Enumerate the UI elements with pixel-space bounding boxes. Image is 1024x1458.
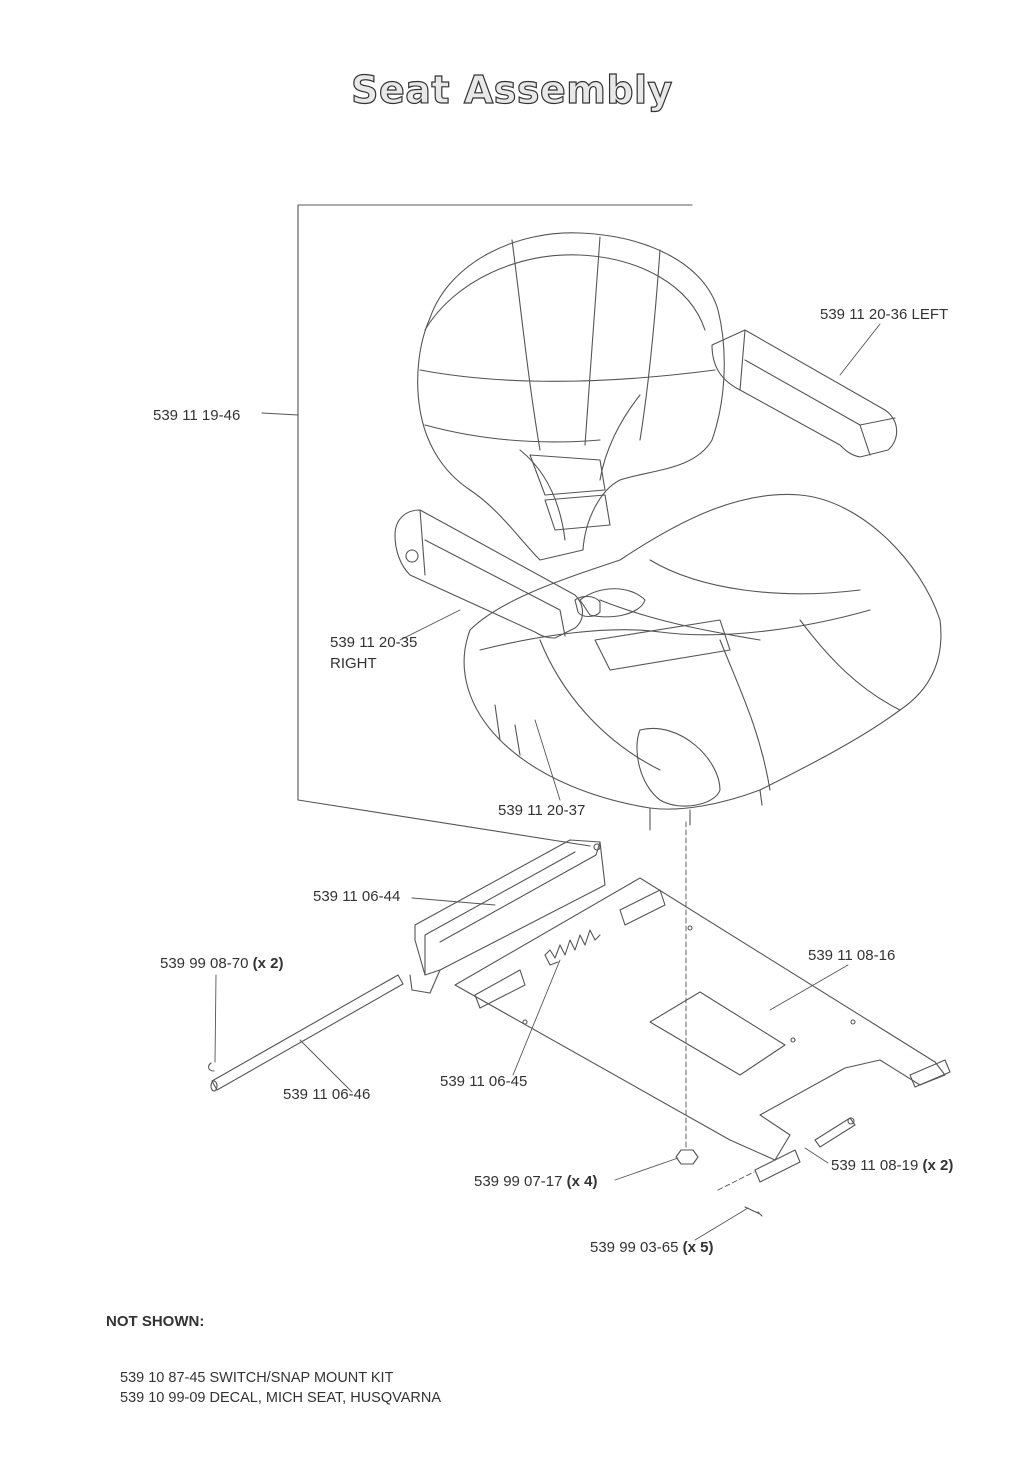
callout-armrest-left: 539 11 20-36 LEFT xyxy=(820,305,948,325)
armrest-right-drawing xyxy=(394,509,601,639)
callout-part-number: 539 11 20-36 xyxy=(820,306,908,323)
seat-group-bracket xyxy=(261,204,693,847)
callout-seat-complete: 539 11 19-46 xyxy=(153,406,240,426)
callout-part-number: 539 11 08-19 xyxy=(831,1157,919,1174)
page-title: Seat Assembly xyxy=(351,67,673,112)
callout-spring: 539 11 06-45 xyxy=(440,1072,527,1092)
callout-cotter-pin: 539 99 03-65 (x 5) xyxy=(590,1238,713,1258)
callout-qty: (x 2) xyxy=(922,1157,954,1174)
hinge-rod-drawing xyxy=(208,974,404,1092)
callout-nut: 539 99 07-17 (x 4) xyxy=(474,1172,597,1192)
callout-side: RIGHT xyxy=(330,655,377,672)
callout-part-number: 539 99 08-70 xyxy=(160,955,249,972)
callout-part-number: 539 11 06-44 xyxy=(313,888,401,905)
callout-part-number: 539 99 07-17 xyxy=(474,1173,563,1190)
callout-side: LEFT xyxy=(911,306,949,323)
callout-clip: 539 99 08-70 (x 2) xyxy=(160,954,283,974)
not-shown-item: 539 10 87-45 SWITCH/SNAP MOUNT KIT xyxy=(120,1370,394,1386)
callout-part-number: 539 11 08-16 xyxy=(808,947,896,964)
nut-drawing xyxy=(675,1149,699,1165)
pin-drawing xyxy=(814,1117,856,1148)
seat-cushion xyxy=(463,493,942,831)
slide-rail-drawing xyxy=(409,839,606,994)
base-plate-drawing xyxy=(454,877,951,1183)
callout-base-plate: 539 11 08-16 xyxy=(808,946,895,966)
callout-armrest-right-side: RIGHT xyxy=(330,654,377,674)
callout-part-number: 539 11 20-35 xyxy=(330,634,418,651)
not-shown-item: 539 10 99-09 DECAL, MICH SEAT, HUSQVARNA xyxy=(120,1390,441,1406)
callout-qty: (x 2) xyxy=(252,955,284,972)
callout-part-number: 539 11 20-37 xyxy=(498,802,586,819)
callout-part-number: 539 11 06-46 xyxy=(283,1086,371,1103)
callout-pin: 539 11 08-19 (x 2) xyxy=(831,1156,953,1176)
callout-hinge-rod: 539 11 06-46 xyxy=(283,1085,370,1105)
callout-seat-pan-part: 539 11 20-37 xyxy=(498,801,585,821)
callout-part-number: 539 11 06-45 xyxy=(440,1073,528,1090)
not-shown-heading: NOT SHOWN: xyxy=(106,1313,205,1330)
seat-backrest xyxy=(417,232,725,561)
leader-lines xyxy=(214,323,881,1241)
callout-qty: (x 4) xyxy=(566,1173,598,1190)
callout-part-number: 539 99 03-65 xyxy=(590,1239,679,1256)
spring-drawing xyxy=(544,929,601,966)
callout-slide-rail: 539 11 06-44 xyxy=(313,887,400,907)
callout-armrest-right: 539 11 20-35 xyxy=(330,633,417,653)
callout-qty: (x 5) xyxy=(682,1239,714,1256)
callout-part-number: 539 11 19-46 xyxy=(153,407,241,424)
alignment-lines xyxy=(685,821,755,1191)
armrest-left-drawing xyxy=(711,329,898,458)
